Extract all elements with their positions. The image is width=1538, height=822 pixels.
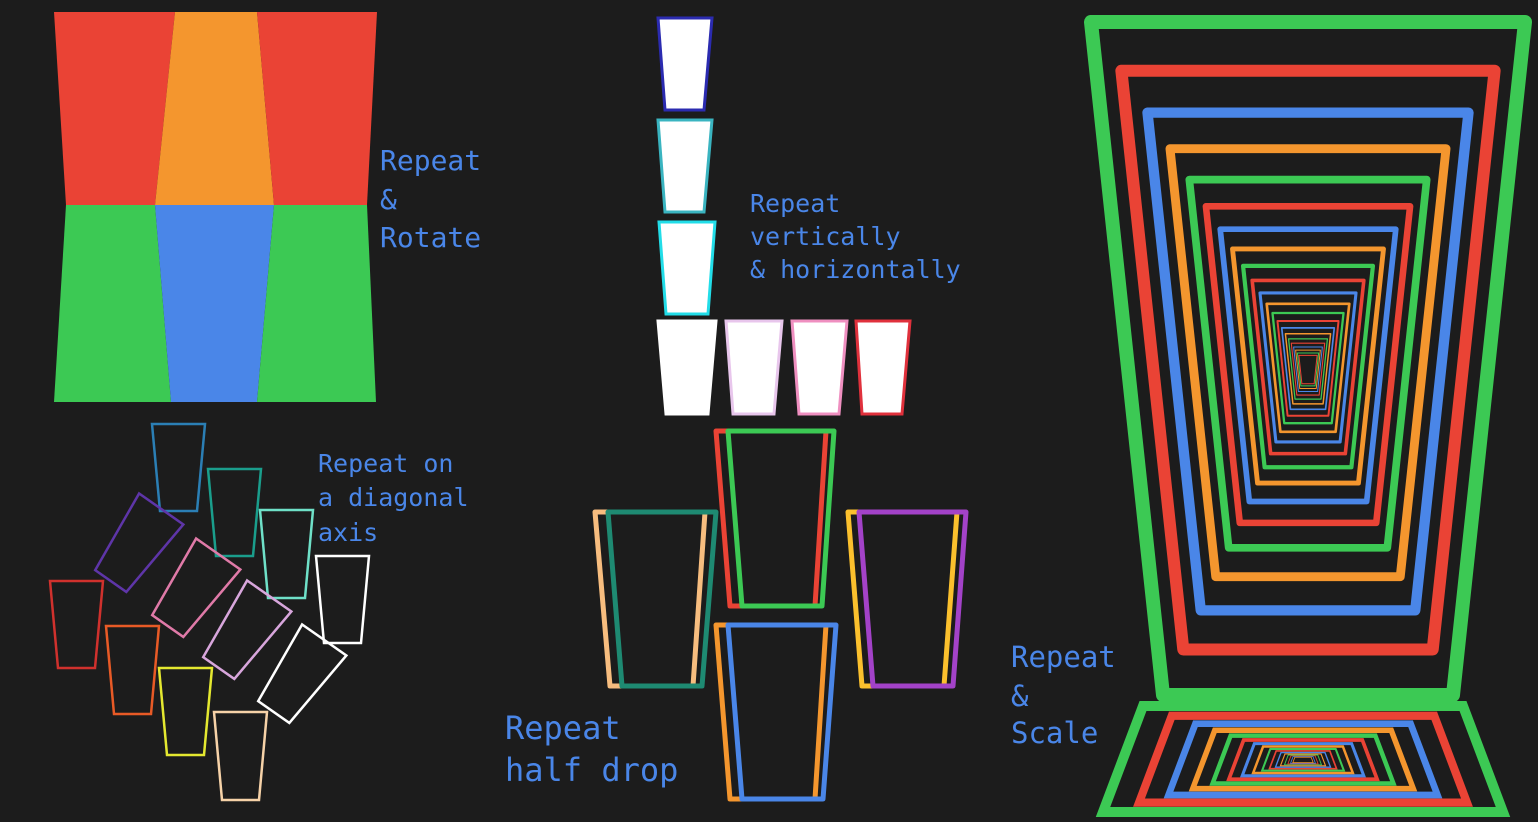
scale-ring (1258, 291, 1358, 444)
scale-floor-ring (1274, 751, 1332, 768)
rotate-tile-red-left (54, 12, 175, 205)
vh-cup-h3 (790, 319, 849, 416)
scale-ring (1165, 144, 1451, 582)
diag-cup-3 (258, 508, 315, 600)
scale-ring (1230, 246, 1386, 486)
scale-floor-ring (1209, 733, 1397, 786)
label-halfdrop: Repeat half drop (505, 709, 678, 789)
scale-ring (1280, 327, 1336, 411)
scale-ring (1295, 349, 1321, 390)
scale-floor-ring (1289, 756, 1317, 764)
halfdrop-cup-3b (856, 509, 969, 689)
diagonal-pattern (48, 422, 371, 802)
scale-ring (1276, 320, 1340, 417)
rotate-tile-red-right (257, 12, 377, 205)
scale-ring (1240, 263, 1376, 470)
diag-cup-5 (48, 579, 105, 670)
diag-cup-2 (206, 467, 263, 558)
rotate-tile-blue (155, 205, 274, 402)
scale-ring (1185, 175, 1431, 552)
scale-ring (1217, 226, 1399, 505)
scale-floor-ring (1251, 745, 1355, 775)
scale-floor-ring (1226, 738, 1380, 782)
scale-floor-ring (1279, 753, 1327, 767)
scale-pattern (1084, 15, 1532, 702)
scale-ring (1293, 346, 1323, 393)
scale-floor-ring (1292, 756, 1314, 764)
vh-cup-v2 (656, 118, 714, 214)
halfdrop-pattern (592, 428, 969, 802)
rotate-tile-orange (155, 12, 274, 205)
vh-cup-h4 (854, 319, 912, 416)
scale-floor-ring (1188, 727, 1418, 792)
scale-floor-ring (1260, 747, 1346, 772)
scale-ring (1284, 333, 1332, 405)
scale-ring (1290, 342, 1326, 396)
scale-ring (1298, 354, 1318, 385)
label-vertical-horizontal: Repeat vertically & horizontally (750, 189, 961, 284)
label-diagonal: Repeat on a diagonal axis (318, 449, 484, 547)
scale-ring (1202, 202, 1414, 527)
halfdrop-cup-2b (725, 428, 837, 609)
scale-floor-pattern (1095, 701, 1511, 817)
scale-ring (1265, 302, 1351, 434)
vh-cup-v3 (657, 220, 717, 316)
scale-ring (1271, 311, 1345, 425)
scale-ring (1287, 338, 1329, 400)
rotate-tile-green-left (54, 205, 171, 402)
scale-ring (1084, 15, 1532, 702)
scale-floor-ring (1287, 755, 1319, 765)
vh-cup-h1 (656, 319, 718, 416)
diag-cup-tilt-2 (150, 536, 243, 639)
vh-cup-v1 (656, 16, 714, 112)
scale-floor-ring (1240, 742, 1366, 778)
rotate-pattern (54, 12, 377, 402)
vh-pattern (656, 16, 912, 416)
scale-floor-ring (1133, 711, 1473, 807)
diag-cup-4 (314, 554, 371, 645)
scale-floor-ring (1283, 754, 1323, 766)
vh-cup-h2 (724, 319, 784, 416)
scale-floor-ring (1163, 720, 1443, 799)
rotate-tile-green-right (257, 205, 376, 402)
scale-ring (1142, 107, 1474, 616)
scale-floor-ring (1268, 750, 1338, 770)
scale-ring (1250, 278, 1366, 456)
scale-ring (1296, 352, 1320, 387)
halfdrop-cup-1b (605, 509, 719, 689)
label-rotate: Repeat & Rotate (380, 144, 498, 254)
halfdrop-cup-4b (725, 622, 839, 802)
diag-cup-tilt-4 (256, 622, 349, 725)
scale-floor-ring (1095, 701, 1511, 817)
diag-cup-6 (104, 624, 161, 716)
label-scale: Repeat & Scale (1011, 640, 1133, 750)
diag-cup-8 (212, 710, 269, 802)
diag-cup-7 (157, 666, 214, 757)
diag-cup-tilt-1 (93, 491, 186, 594)
scale-ring (1115, 64, 1501, 656)
diag-cup-tilt-3 (201, 578, 294, 681)
diag-cup-1 (150, 422, 207, 513)
